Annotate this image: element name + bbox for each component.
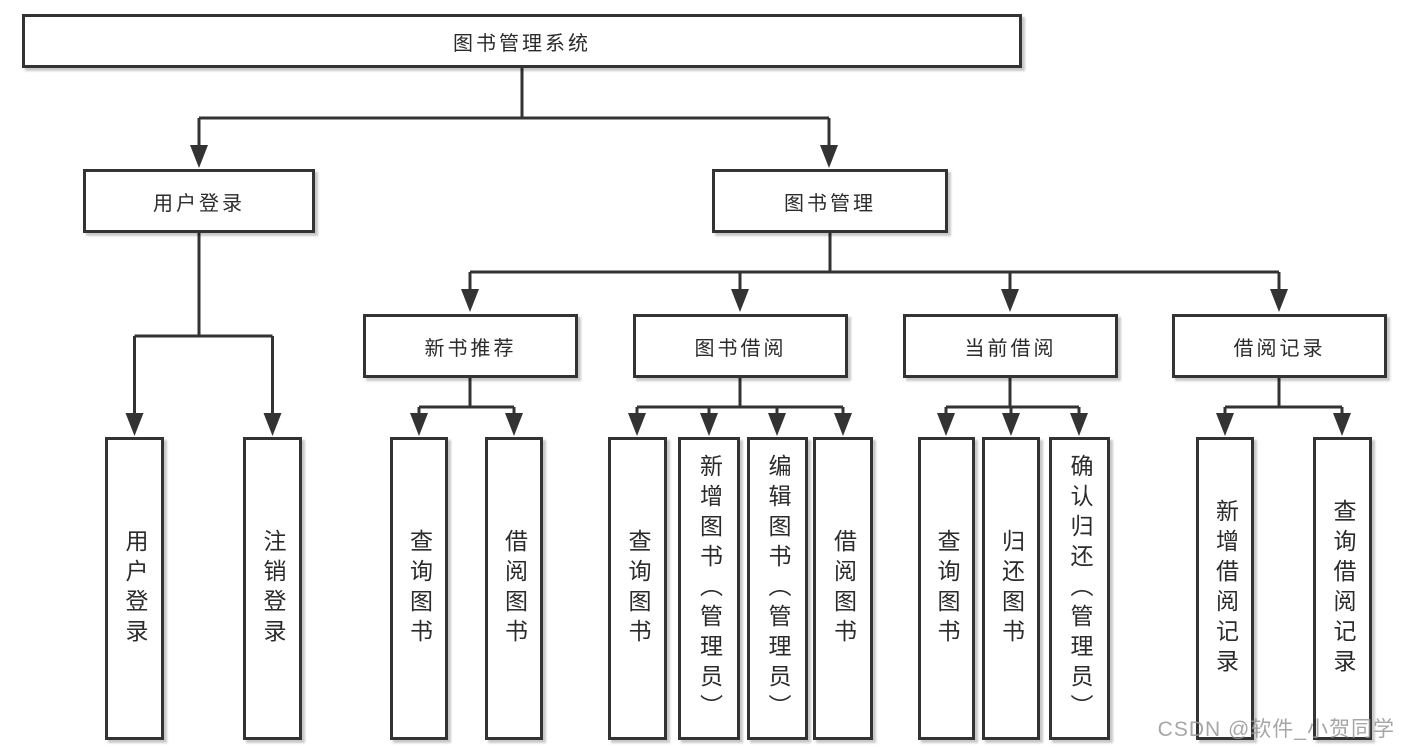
leaf-borrow-books: 借阅图书 (813, 437, 873, 740)
leaf-query-borrow-record-label: 查询借阅记录 (1330, 498, 1356, 679)
leaf-add-books-admin-label: 新增图书（管理员） (696, 453, 723, 724)
node-borrowing-records: 借阅记录 (1172, 314, 1387, 378)
leaf-query-borrow-record: 查询借阅记录 (1313, 437, 1372, 740)
node-current-borrowing: 当前借阅 (903, 314, 1118, 378)
leaf-edit-books-admin: 编辑图书（管理员） (747, 437, 808, 740)
leaf-query-books-borrowing-label: 查询图书 (625, 528, 651, 649)
node-book-management: 图书管理 (712, 169, 948, 233)
connector-root-to-level2 (190, 68, 838, 168)
node-user-login: 用户登录 (83, 169, 315, 233)
leaf-logout: 注销登录 (243, 437, 302, 740)
leaf-query-books-recommend-label: 查询图书 (406, 528, 433, 649)
connector-current-borrowing-to-leaves (937, 378, 1088, 436)
leaf-query-books-borrowing: 查询图书 (608, 437, 667, 740)
node-new-book-recommend: 新书推荐 (363, 314, 578, 378)
leaf-user-login-label: 用户登录 (122, 528, 148, 649)
leaf-user-login: 用户登录 (105, 437, 164, 740)
leaf-borrow-books-label: 借阅图书 (830, 528, 857, 649)
leaf-query-books-current-label: 查询图书 (934, 528, 960, 649)
leaf-logout-label: 注销登录 (260, 528, 286, 649)
leaf-add-borrow-record-label: 新增借阅记录 (1212, 498, 1239, 679)
leaf-borrow-books-recommend: 借阅图书 (485, 437, 543, 740)
connector-borrowing-records-to-leaves (1216, 378, 1351, 436)
leaf-confirm-return-admin-label: 确认归还（管理员） (1067, 453, 1093, 724)
connector-book-borrowing-to-leaves (628, 378, 852, 436)
leaf-add-books-admin: 新增图书（管理员） (678, 437, 740, 740)
node-book-borrowing: 图书借阅 (633, 314, 848, 378)
leaf-return-books-label: 归还图书 (998, 528, 1025, 649)
leaf-confirm-return-admin: 确认归还（管理员） (1049, 437, 1110, 740)
node-root: 图书管理系统 (22, 14, 1022, 68)
leaf-query-books-recommend: 查询图书 (390, 437, 448, 740)
leaf-borrow-books-recommend-label: 借阅图书 (501, 528, 528, 649)
connector-user-login-to-leaves (125, 233, 282, 436)
leaf-return-books: 归还图书 (982, 437, 1040, 740)
leaf-add-borrow-record: 新增借阅记录 (1196, 437, 1254, 740)
connector-book-management-to-level3 (461, 233, 1288, 312)
leaf-query-books-current: 查询图书 (918, 437, 975, 740)
leaf-edit-books-admin-label: 编辑图书（管理员） (765, 453, 791, 724)
connector-new-book-recommend-to-leaves (410, 378, 523, 436)
